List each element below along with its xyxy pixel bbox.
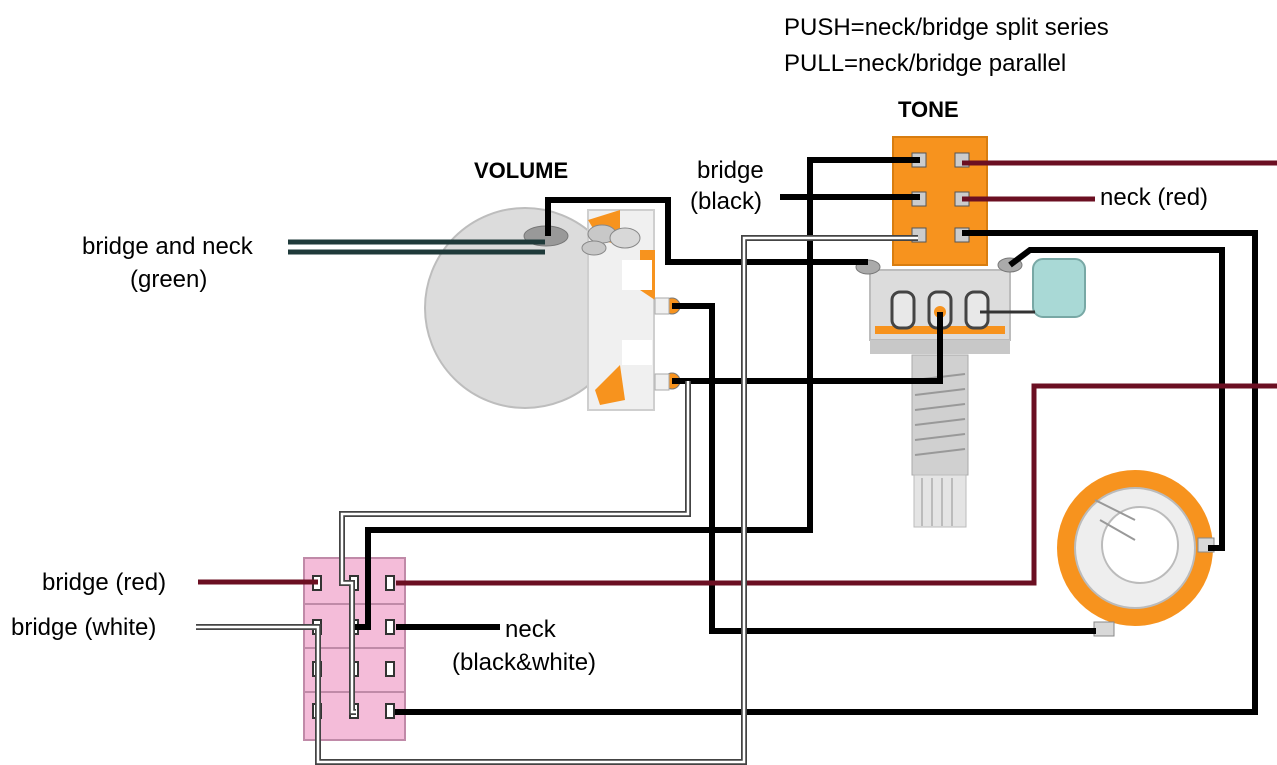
output-jack (1057, 470, 1215, 637)
label-bridge-white: bridge (white) (11, 614, 156, 641)
capacitor (1032, 258, 1086, 318)
pull-note: PULL=neck/bridge parallel (784, 50, 1066, 77)
label-black: (black) (690, 188, 762, 215)
label-bridge-red: bridge (red) (42, 569, 166, 596)
label-neck-red: neck (red) (1100, 184, 1208, 211)
volume-pot (424, 207, 681, 411)
black-wires (355, 157, 1258, 715)
label-neck: neck (505, 616, 557, 643)
label-bridge-and-neck: bridge and neck (82, 233, 254, 260)
label-green: (green) (130, 266, 207, 293)
push-note: PUSH=neck/bridge split series (784, 14, 1109, 41)
label-bridge: bridge (697, 157, 764, 184)
green-wires (288, 239, 545, 255)
volume-header: VOLUME (474, 158, 568, 183)
tone-header: TONE (898, 97, 959, 122)
label-black-and-white: (black&white) (452, 649, 596, 676)
red-wires (198, 160, 1277, 586)
white-wires (196, 235, 918, 765)
